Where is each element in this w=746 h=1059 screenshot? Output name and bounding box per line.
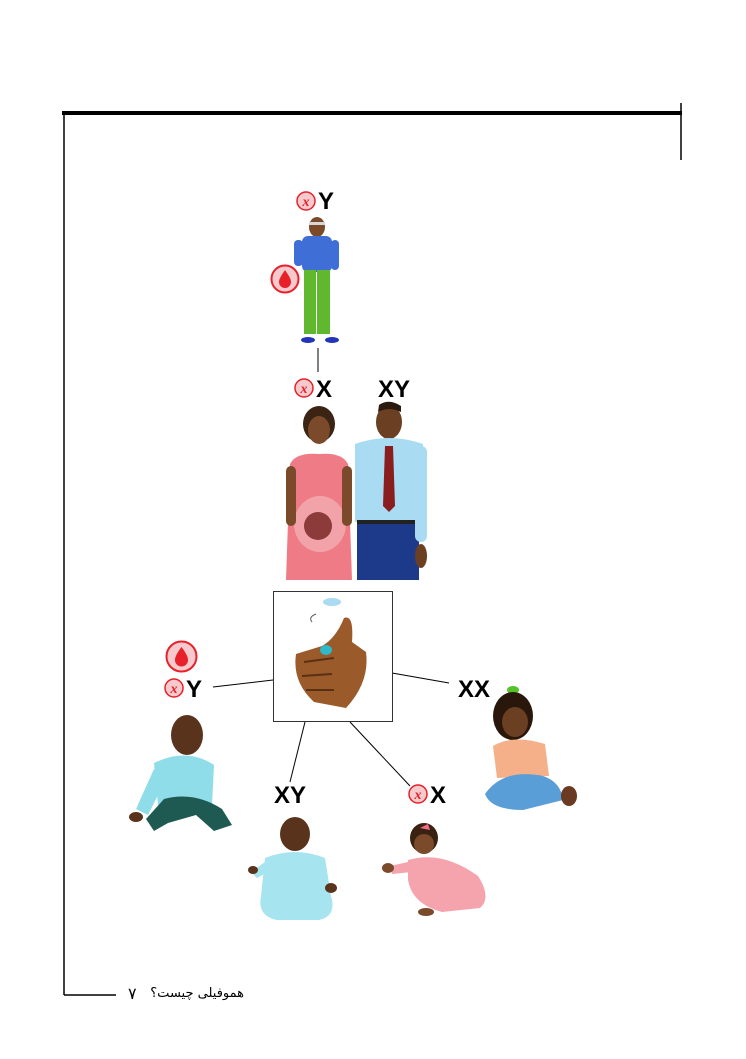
mother-figure (286, 406, 352, 580)
father-figure (355, 401, 427, 580)
father-genotype-label: XY (378, 376, 411, 403)
daughter-x-badge-icon: x (408, 784, 428, 804)
unaffected-son-figure (248, 817, 337, 920)
grandfather-blood-drop-icon (270, 264, 300, 294)
grandfather-x-badge-icon: x (296, 191, 316, 211)
grandfather-figure (294, 217, 339, 343)
svg-text:x: x (300, 382, 308, 397)
footer-title: هموفیلی چیست؟ (150, 986, 244, 1001)
svg-text:x: x (302, 195, 310, 210)
son-unaffected-genotype-label: XY (274, 782, 307, 809)
son-blood-drop-icon (165, 640, 198, 673)
mother-genotype-label: X (316, 376, 333, 403)
svg-text:x: x (414, 788, 422, 803)
thumb-illustration (295, 598, 367, 708)
son-affected-genotype-label: Y (186, 676, 203, 703)
mother-x-badge-icon: x (294, 378, 314, 398)
normal-daughter-figure (485, 686, 577, 810)
daughter-carrier-genotype-label: X (430, 782, 447, 809)
daughter-normal-genotype-label: XX (458, 676, 491, 703)
affected-son-figure (129, 715, 232, 831)
svg-text:x: x (170, 682, 178, 697)
bruised-thumb-image (273, 591, 393, 722)
son-x-badge-icon: x (164, 678, 184, 698)
carrier-daughter-figure (382, 823, 486, 916)
grandfather-genotype-label: Y (318, 188, 335, 215)
page-number: ۷ (128, 984, 137, 1003)
